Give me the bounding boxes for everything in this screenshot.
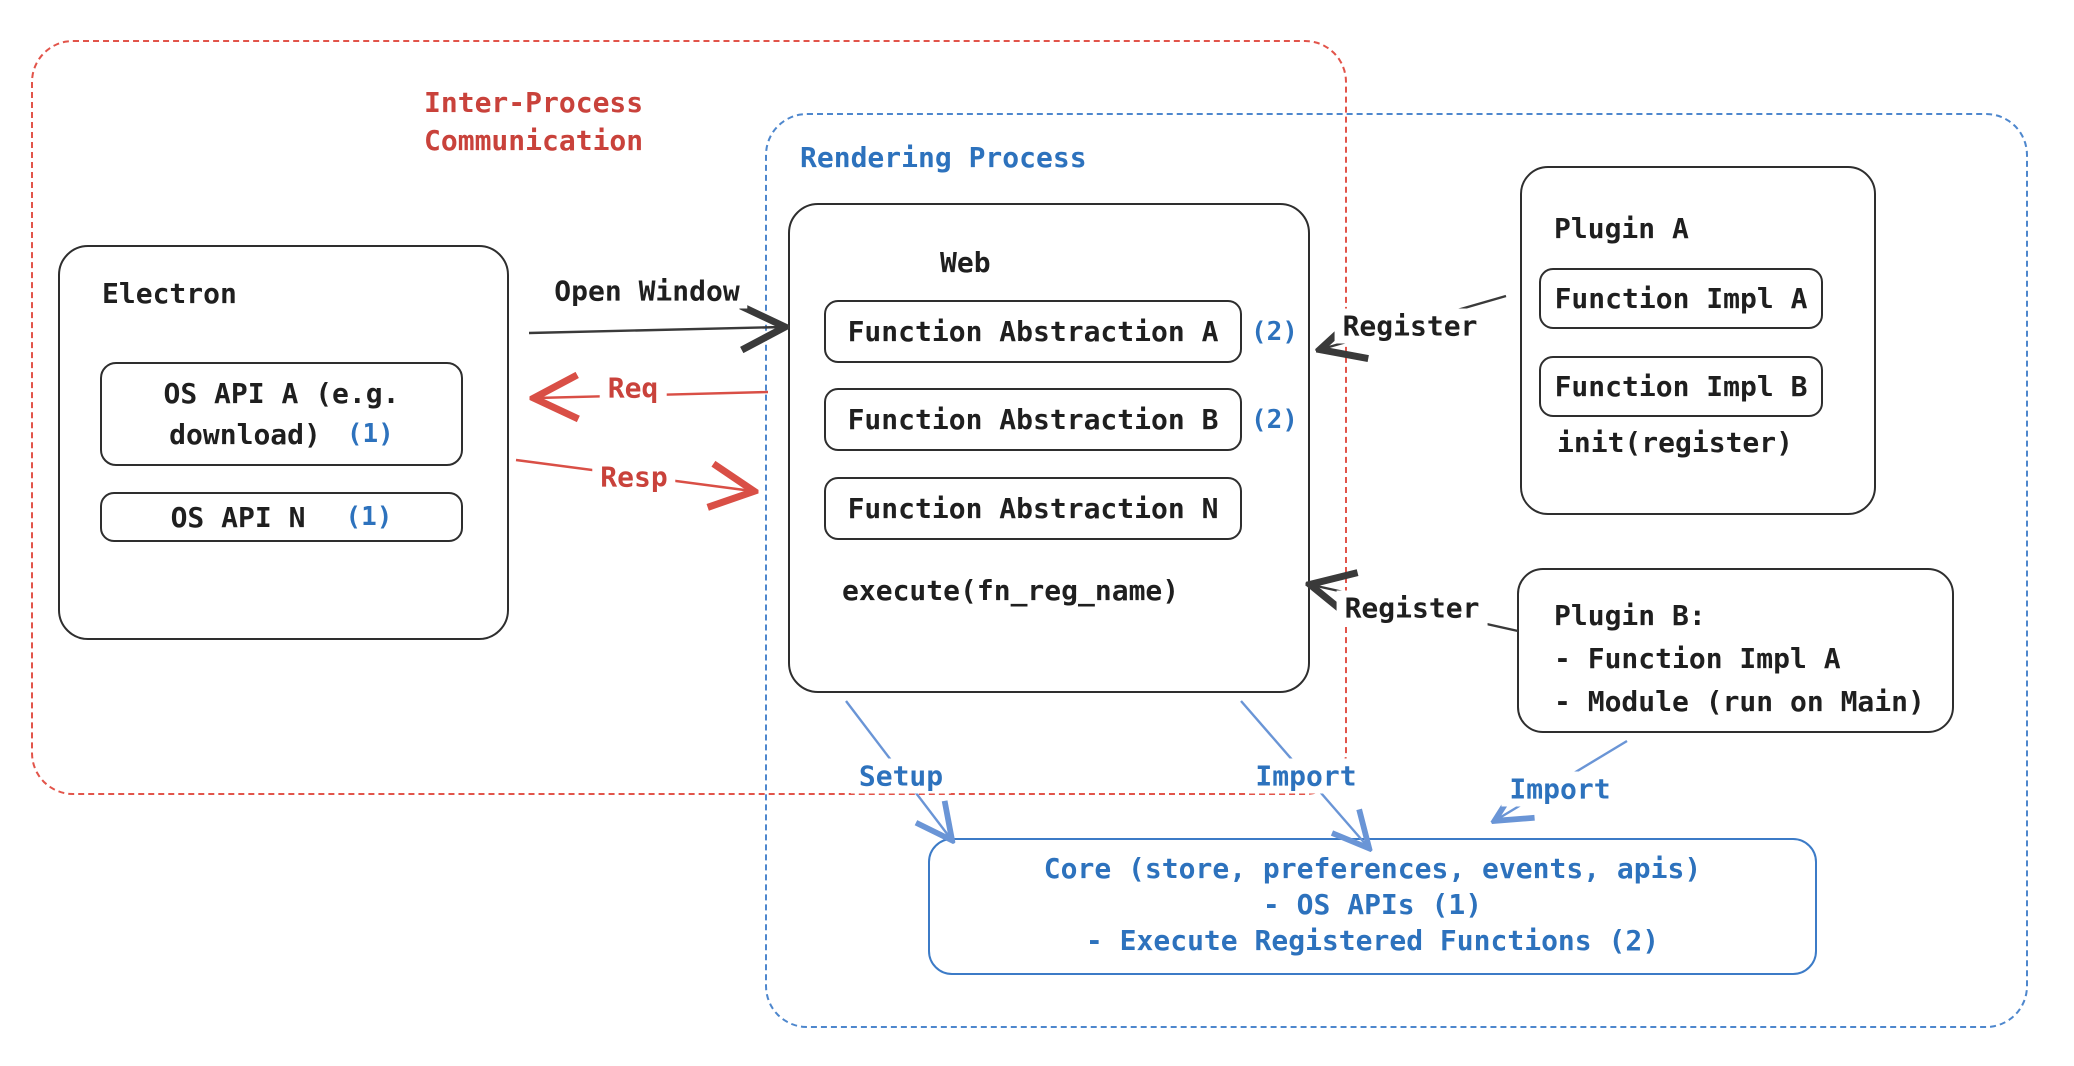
web-box: Web Function Abstraction A (2) Function … — [788, 203, 1310, 693]
ipc-title-line1: Inter-Process — [424, 86, 644, 119]
core-box: Core (store, preferences, events, apis) … — [928, 838, 1817, 975]
function-abstraction-b-label: Function Abstraction B — [847, 403, 1219, 436]
os-api-a-label-line2: download) — [169, 418, 321, 451]
function-abstraction-a-label: Function Abstraction A — [847, 315, 1219, 348]
function-abstraction-a-badge: (2) — [1251, 316, 1298, 347]
import-web-label: Import — [1247, 758, 1365, 794]
ipc-region-border — [31, 40, 1347, 795]
function-impl-b-label: Function Impl B — [1554, 370, 1808, 403]
function-abstraction-n-box: Function Abstraction N — [824, 477, 1242, 540]
plugin-b-title: Plugin B: — [1554, 599, 1706, 632]
web-title: Web — [940, 246, 991, 279]
execute-function-label: execute(fn_reg_name) — [842, 574, 1180, 607]
os-api-n-badge: (1) — [345, 502, 393, 532]
register-a-label: Register — [1334, 308, 1486, 344]
import-plugin-label: Import — [1501, 771, 1619, 807]
electron-title: Electron — [102, 277, 237, 310]
os-api-n-box: OS API N (1) — [100, 492, 463, 542]
function-abstraction-b-box: Function Abstraction B — [824, 388, 1242, 451]
setup-label: Setup — [850, 758, 952, 794]
ipc-title-line2: Communication — [424, 124, 644, 157]
ipc-region-title: Inter-Process Communication — [424, 84, 643, 160]
function-impl-a-box: Function Impl A — [1539, 268, 1823, 329]
rendering-process-title: Rendering Process — [800, 141, 1087, 174]
plugin-b-item-module: - Module (run on Main) — [1554, 685, 1925, 718]
function-abstraction-a-box: Function Abstraction A — [824, 300, 1242, 363]
function-impl-b-box: Function Impl B — [1539, 356, 1823, 417]
req-label: Req — [599, 370, 667, 406]
init-register-label: init(register) — [1557, 426, 1794, 459]
core-title: Core (store, preferences, events, apis) — [1043, 852, 1702, 885]
register-b-label: Register — [1336, 590, 1488, 626]
function-abstraction-a-row: Function Abstraction A (2) — [824, 300, 1298, 363]
core-item-execute-registered: - Execute Registered Functions (2) — [1085, 924, 1660, 957]
plugin-b-item-function-impl-a: - Function Impl A — [1554, 642, 1841, 675]
core-item-os-apis: - OS APIs (1) — [1262, 888, 1483, 921]
electron-box: Electron OS API A (e.g. download) (1) OS… — [58, 245, 509, 640]
plugin-b-box: Plugin B: - Function Impl A - Module (ru… — [1517, 568, 1954, 733]
open-window-label: Open Window — [546, 273, 748, 309]
resp-label: Resp — [592, 459, 676, 495]
function-abstraction-b-badge: (2) — [1251, 404, 1298, 435]
function-impl-a-label: Function Impl A — [1554, 282, 1808, 315]
function-abstraction-b-row: Function Abstraction B (2) — [824, 388, 1298, 451]
os-api-a-badge: (1) — [346, 419, 394, 449]
rendering-process-region-border — [765, 113, 2028, 1028]
function-abstraction-n-row: Function Abstraction N — [824, 477, 1251, 540]
os-api-a-box: OS API A (e.g. download) (1) — [100, 362, 463, 466]
plugin-a-box: Plugin A Function Impl A Function Impl B… — [1520, 166, 1876, 515]
plugin-a-title: Plugin A — [1554, 212, 1689, 245]
os-api-n-label: OS API N — [170, 500, 306, 534]
os-api-a-label-line1: OS API A (e.g. — [163, 377, 400, 410]
function-abstraction-n-label: Function Abstraction N — [847, 492, 1219, 525]
